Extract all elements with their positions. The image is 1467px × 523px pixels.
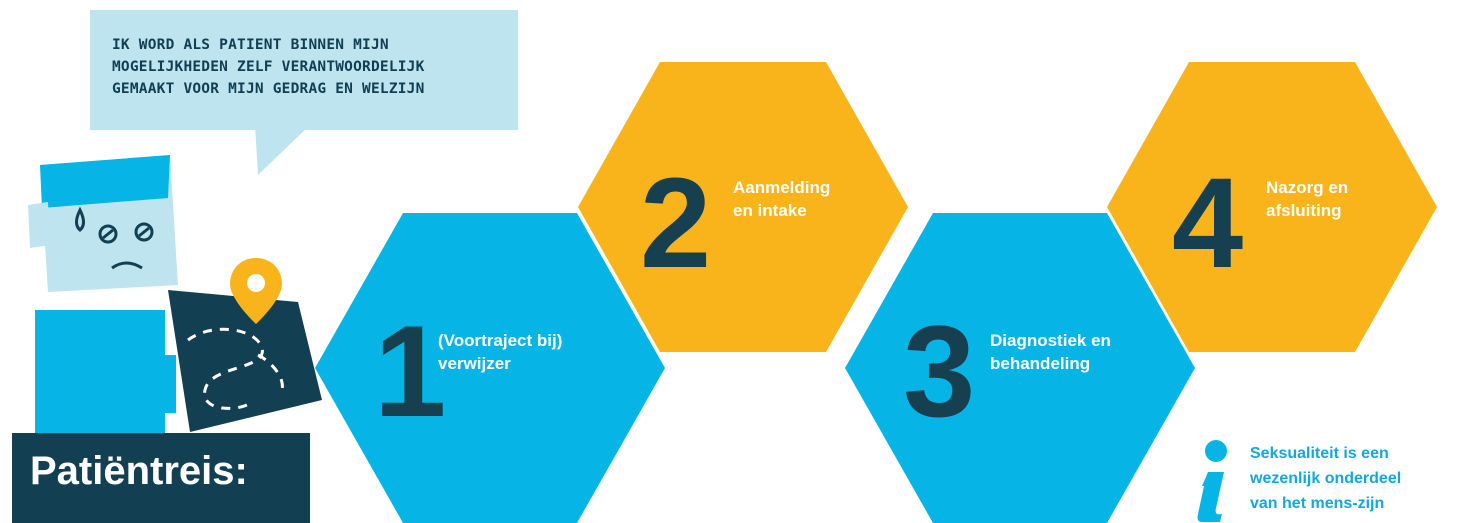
info-note: Seksualiteit is een wezenlijk onderdeel …	[1250, 445, 1402, 512]
hexagon-shape	[315, 213, 665, 523]
character-mouth	[111, 261, 143, 270]
character-hair	[40, 155, 170, 208]
step-number-2: 2	[640, 152, 712, 295]
step-number-1: 1	[374, 298, 447, 444]
step-hexagon-1	[315, 213, 665, 523]
speech-line: gemaakt voor mijn gedrag en welzijn	[112, 81, 425, 97]
page-title: Patiëntreis:	[30, 449, 248, 493]
sweat-drop-icon	[75, 206, 85, 232]
step-number-3: 3	[903, 298, 976, 444]
step-label-4: Nazorg en afsluiting	[1266, 178, 1349, 220]
hexagon-shape	[578, 62, 908, 352]
step-number-4: 4	[1172, 152, 1244, 295]
speech-line: Ik word als patient binnen mijn	[112, 37, 389, 53]
step-label-3: Diagnostiek en behandeling	[990, 331, 1111, 373]
info-icon	[1197, 440, 1227, 522]
step-label-2: Aanmelding en intake	[733, 178, 831, 220]
title-bar	[12, 433, 310, 523]
character-ear	[28, 202, 50, 248]
step-hexagon-2	[578, 62, 908, 352]
speech-bubble	[90, 10, 518, 130]
speech-bubble-tail	[255, 125, 310, 175]
step-hexagon-3	[845, 213, 1195, 523]
patient-character	[28, 155, 322, 440]
character-eyes	[98, 222, 154, 244]
hexagon-shape	[845, 213, 1195, 523]
hexagon-shape	[1107, 62, 1437, 352]
map-icon	[168, 290, 322, 432]
step-hexagon-4	[1107, 62, 1437, 352]
speech-line: mogelijkheden zelf verantwoordelijk	[112, 59, 425, 75]
step-label-1: (Voortraject bij) verwijzer	[438, 331, 563, 373]
character-hand	[128, 355, 176, 413]
speech-bubble-text: Ik word als patient binnen mijn mogelijk…	[112, 34, 512, 100]
